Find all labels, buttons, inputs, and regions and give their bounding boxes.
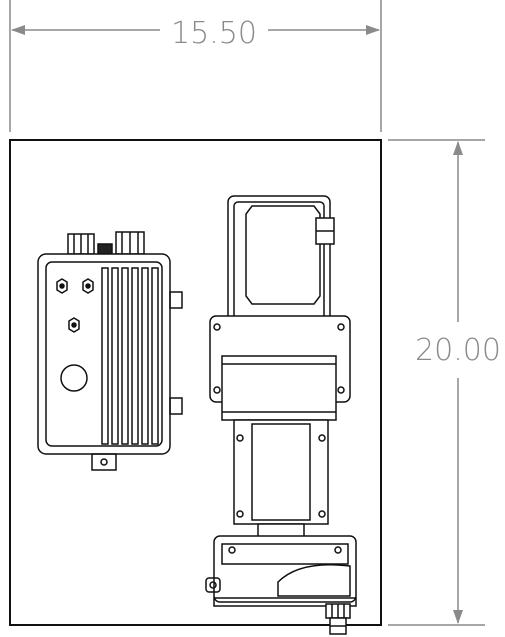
- mount-assembly: [205, 195, 357, 635]
- mast-plate: [233, 419, 329, 525]
- width-dimension-label: 15.50: [171, 16, 257, 51]
- heat-sink-fins: [101, 267, 159, 445]
- width-dimension: 15.50: [9, 0, 382, 132]
- mounting-tab: [91, 453, 117, 471]
- connector-icons: [56, 278, 94, 333]
- round-port: [60, 364, 88, 392]
- height-dimension: 20.00: [388, 139, 501, 626]
- clamp-body: [221, 355, 337, 421]
- enclosure-body: [37, 253, 171, 455]
- back-panel: [9, 139, 382, 626]
- base-unit: [213, 535, 357, 603]
- junction-box: [37, 231, 183, 471]
- height-dimension-label: 20.00: [415, 333, 501, 368]
